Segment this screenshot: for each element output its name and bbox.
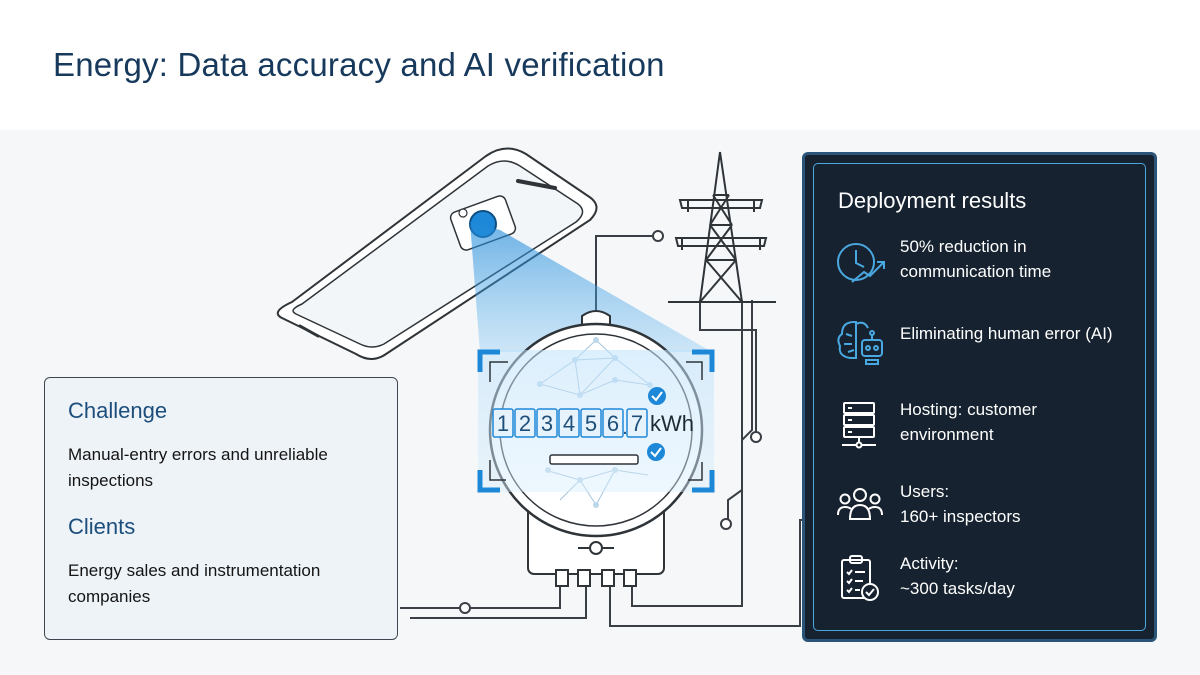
scan-corners: [477, 349, 715, 493]
meter-digit: 7: [631, 411, 643, 436]
deployment-results-title: Deployment results: [838, 188, 1027, 213]
challenge-clients-card: Challenge Manual-entry errors and unreli…: [44, 377, 398, 640]
users-icon: [837, 488, 883, 520]
result-line: Activity:: [900, 554, 959, 573]
result-line: Hosting: customer: [900, 400, 1037, 419]
clients-heading: Clients: [68, 514, 136, 539]
deployment-results-panel: Deployment results 50% reduction in comm…: [802, 152, 1157, 642]
result-line: Eliminating human error (AI): [900, 324, 1113, 343]
result-text: Users: 160+ inspectors: [900, 479, 1150, 529]
check-badge-icon: [648, 387, 666, 405]
result-line: communication time: [900, 262, 1052, 281]
result-text: Eliminating human error (AI): [900, 321, 1150, 346]
meter-digit: 4: [563, 411, 575, 436]
meter-digit: 5: [585, 411, 597, 436]
result-line: environment: [900, 425, 994, 444]
result-text: 50% reduction in communication time: [900, 234, 1150, 284]
ai-brain-robot-icon: [837, 321, 883, 365]
meter-digit: 3: [541, 411, 553, 436]
clients-text: Energy sales and instrumentation compani…: [68, 561, 321, 606]
result-text: Activity: ~300 tasks/day: [900, 551, 1150, 601]
slide-title: Energy: Data accuracy and AI verificatio…: [53, 46, 665, 83]
result-text: Hosting: customer environment: [900, 397, 1150, 447]
clipboard-check-icon: [841, 555, 879, 601]
challenge-heading: Challenge: [68, 398, 168, 423]
meter-decimal-point: .: [622, 417, 628, 439]
transmission-tower-icon: [668, 151, 776, 303]
check-badge-icon: [647, 443, 665, 461]
server-icon: [842, 402, 876, 449]
meter-digit: 2: [519, 411, 531, 436]
challenge-text: Manual-entry errors and unreliable inspe…: [68, 445, 328, 490]
result-line: ~300 tasks/day: [900, 579, 1015, 598]
meter-digit: 1: [497, 411, 509, 436]
meter-readout: 1 2 3 4 5 6 . 7 kWh: [492, 408, 694, 465]
meter-counter-bar: [549, 454, 639, 465]
phone-speaker: [516, 179, 557, 190]
deployment-results-inner: Deployment results 50% reduction in comm…: [813, 163, 1146, 631]
wire-junctions: [459, 230, 762, 614]
clock-growth-icon: [837, 243, 885, 283]
meter-digit: 6: [607, 411, 619, 436]
meter-wires: [400, 235, 830, 627]
scan-beam: [470, 222, 712, 352]
result-line: 160+ inspectors: [900, 507, 1021, 526]
result-line: Users:: [900, 482, 950, 501]
result-line: 50% reduction in: [900, 237, 1027, 256]
meter-unit: kWh: [650, 411, 694, 436]
